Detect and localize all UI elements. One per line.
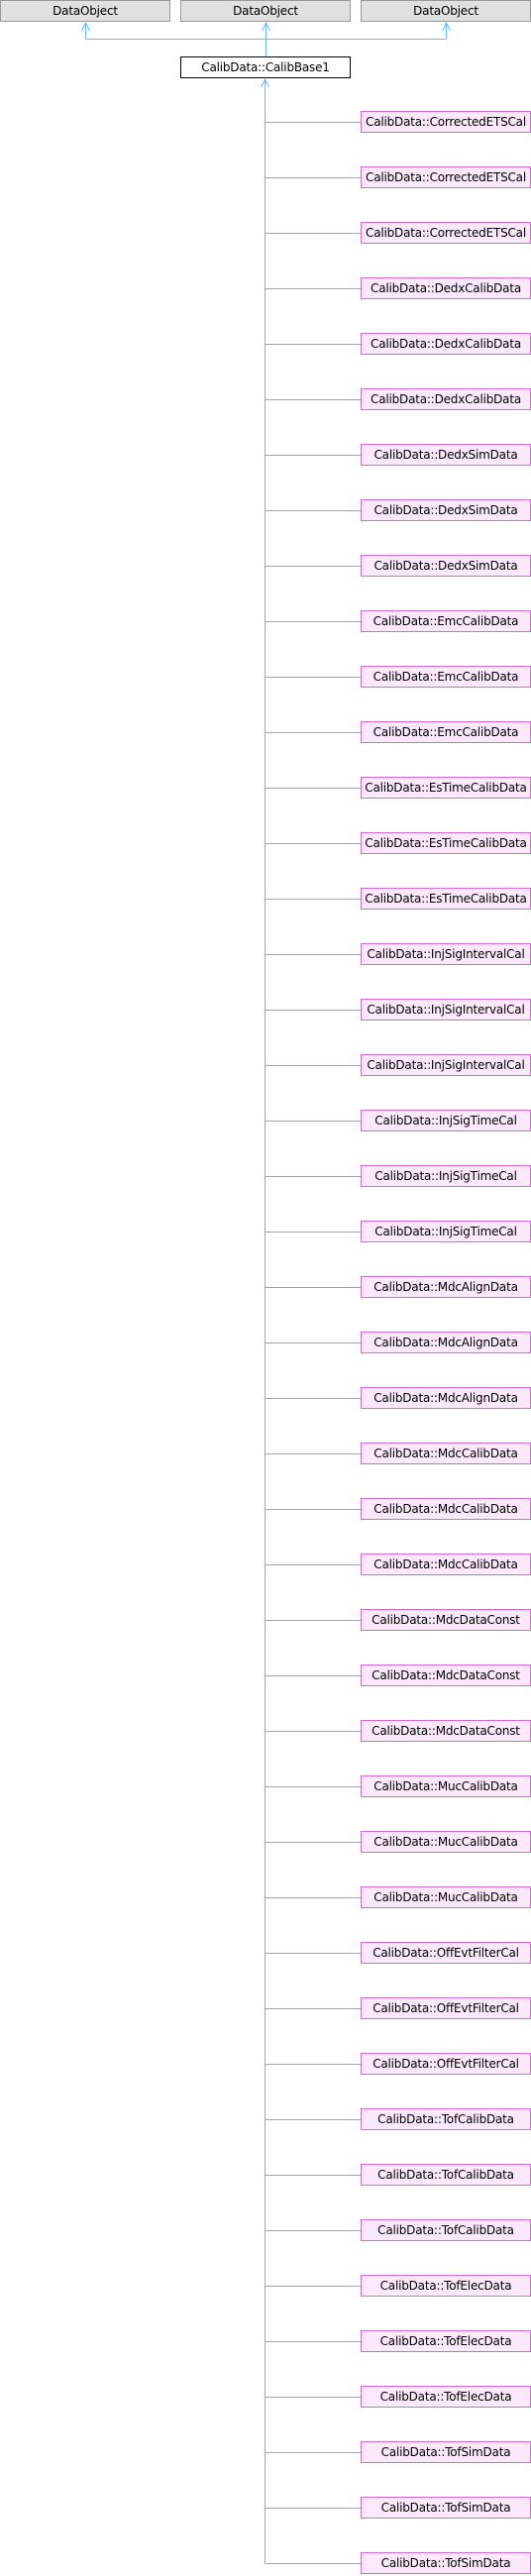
derived-class-box[interactable]: CalibData::TofElecData [361,2386,531,2408]
parent-class-box[interactable]: DataObject [180,0,351,22]
derived-class-box[interactable]: CalibData::InjSigIntervalCal [361,1054,531,1076]
derived-class-box[interactable]: CalibData::OffEvtFilterCal [361,1997,531,2019]
derived-class-box[interactable]: CalibData::MdcDataConst [361,1664,531,1686]
derived-class-box[interactable]: CalibData::CorrectedETSCal [361,111,531,133]
derived-class-box[interactable]: CalibData::InjSigIntervalCal [361,999,531,1020]
derived-class-box[interactable]: CalibData::EmcCalibData [361,721,531,743]
connector-lines [86,23,447,2564]
derived-class-box[interactable]: CalibData::TofElecData [361,2330,531,2352]
derived-class-box[interactable]: CalibData::MdcAlignData [361,1387,531,1409]
derived-class-box[interactable]: CalibData::OffEvtFilterCal [361,2053,531,2075]
derived-class-box[interactable]: CalibData::MdcDataConst [361,1609,531,1631]
derived-class-box[interactable]: CalibData::InjSigIntervalCal [361,943,531,965]
derived-class-box[interactable]: CalibData::DedxCalibData [361,277,531,299]
derived-class-box[interactable]: CalibData::MdcCalibData [361,1554,531,1575]
derived-class-box[interactable]: CalibData::MucCalibData [361,1886,531,1908]
derived-class-box[interactable]: CalibData::MdcAlignData [361,1276,531,1298]
derived-class-box[interactable]: CalibData::DedxSimData [361,444,531,466]
derived-class-box[interactable]: CalibData::TofElecData [361,2275,531,2297]
derived-class-box[interactable]: CalibData::CorrectedETSCal [361,222,531,244]
derived-class-box[interactable]: CalibData::MdcCalibData [361,1443,531,1464]
derived-class-box[interactable]: CalibData::MucCalibData [361,1831,531,1853]
derived-class-box[interactable]: CalibData::DedxSimData [361,555,531,577]
derived-class-box[interactable]: CalibData::InjSigTimeCal [361,1165,531,1187]
derived-class-box[interactable]: CalibData::MdcDataConst [361,1720,531,1742]
derived-class-box[interactable]: CalibData::TofSimData [361,2441,531,2463]
derived-class-box[interactable]: CalibData::TofCalibData [361,2164,531,2186]
derived-class-box[interactable]: CalibData::TofCalibData [361,2108,531,2130]
derived-class-box[interactable]: CalibData::CorrectedETSCal [361,166,531,188]
derived-class-box[interactable]: CalibData::TofSimData [361,2497,531,2519]
base-class-box[interactable]: CalibData::CalibBase1 [180,56,351,78]
derived-class-box[interactable]: CalibData::MdcAlignData [361,1332,531,1353]
derived-class-box[interactable]: CalibData::TofCalibData [361,2219,531,2241]
derived-class-box[interactable]: CalibData::DedxSimData [361,499,531,521]
derived-class-box[interactable]: CalibData::EmcCalibData [361,610,531,632]
derived-class-box[interactable]: CalibData::EsTimeCalibData [361,777,531,799]
derived-class-box[interactable]: CalibData::InjSigTimeCal [361,1221,531,1242]
derived-class-box[interactable]: CalibData::EsTimeCalibData [361,888,531,910]
derived-class-box[interactable]: CalibData::MucCalibData [361,1775,531,1797]
derived-class-box[interactable]: CalibData::MdcCalibData [361,1498,531,1520]
derived-class-box[interactable]: CalibData::InjSigTimeCal [361,1110,531,1131]
derived-class-box[interactable]: CalibData::EmcCalibData [361,666,531,688]
derived-class-box[interactable]: CalibData::DedxCalibData [361,333,531,355]
derived-class-box[interactable]: CalibData::OffEvtFilterCal [361,1942,531,1964]
parent-class-box[interactable]: DataObject [361,0,531,22]
derived-class-box[interactable]: CalibData::DedxCalibData [361,388,531,410]
derived-class-box[interactable]: CalibData::TofSimData [361,2552,531,2574]
derived-class-box[interactable]: CalibData::EsTimeCalibData [361,832,531,854]
parent-class-box[interactable]: DataObject [0,0,170,22]
